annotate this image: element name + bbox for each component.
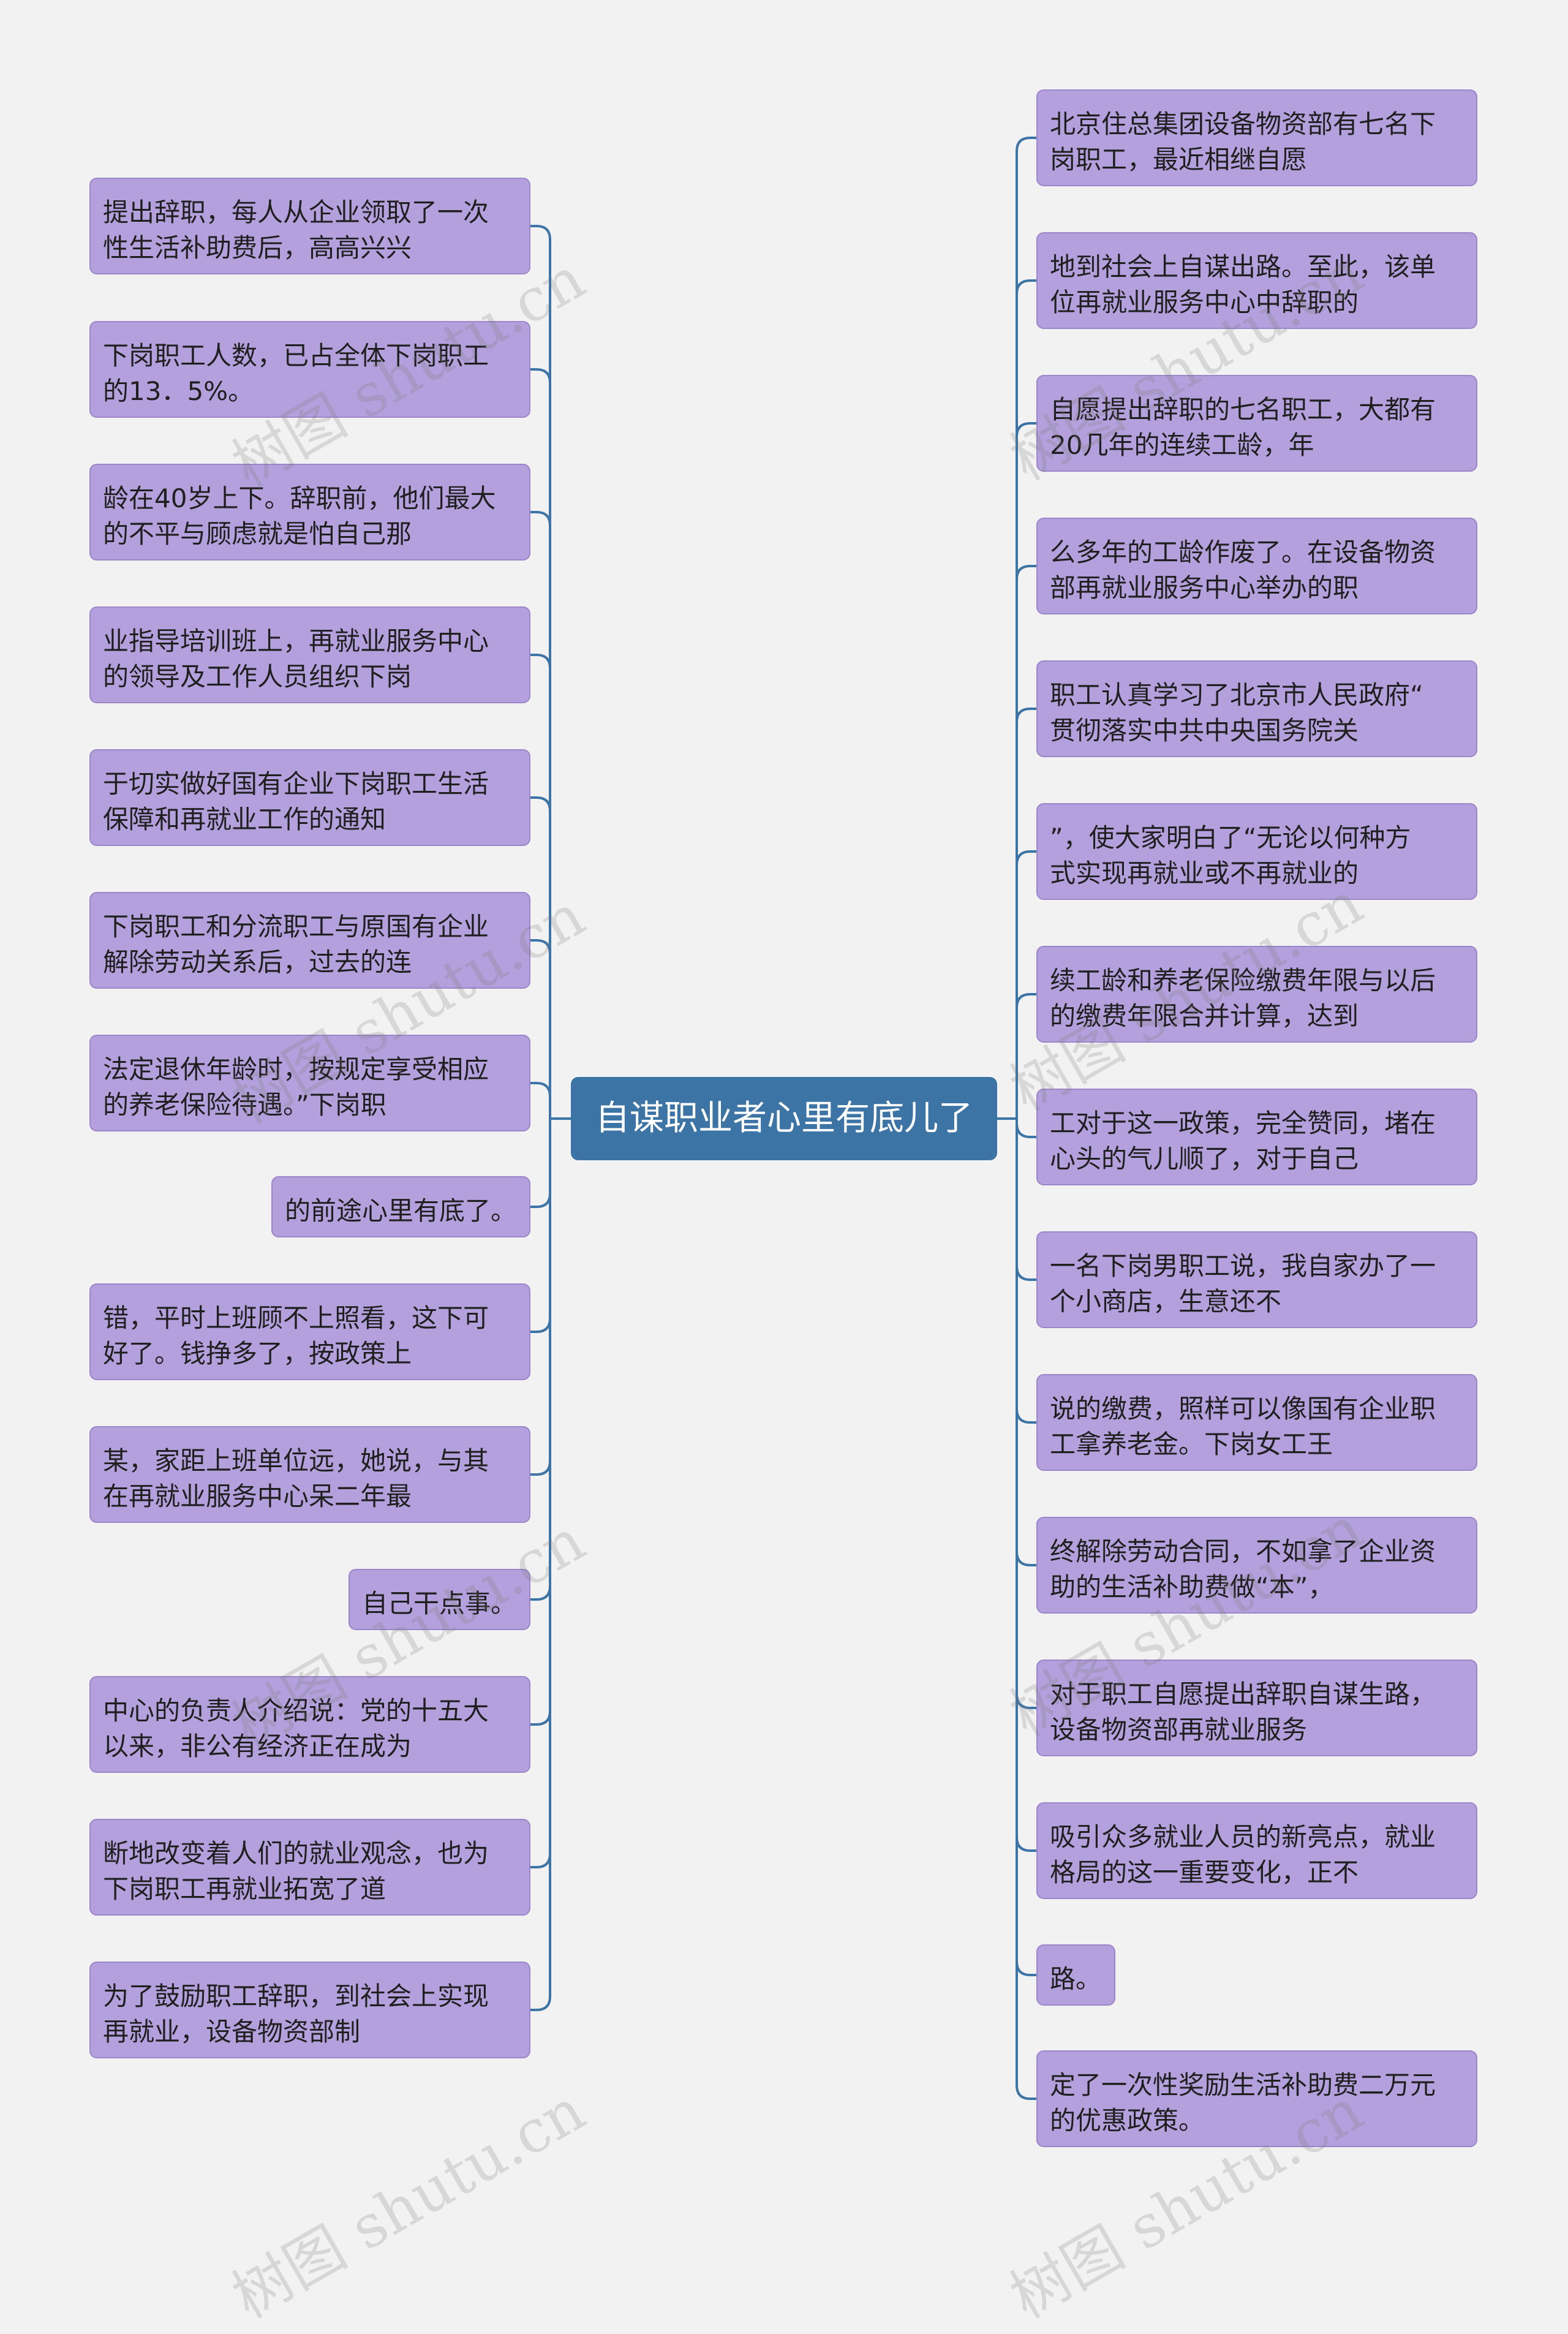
right-node[interactable]: 一名下岗男职工说，我自家办了一 个小商店，生意还不 xyxy=(1036,1231,1477,1328)
left-node[interactable]: 为了鼓励职工辞职，到社会上实现 再就业，设备物资部制 xyxy=(89,1962,530,2058)
right-node[interactable]: 工对于这一政策，完全赞同，堵在 心头的气儿顺了，对于自己 xyxy=(1036,1089,1477,1185)
connector-lines xyxy=(530,137,1036,2100)
right-node[interactable]: 北京住总集团设备物资部有七名下 岗职工，最近相继自愿 xyxy=(1036,89,1477,186)
left-node[interactable]: 断地改变着人们的就业观念，也为 下岗职工再就业拓宽了道 xyxy=(89,1819,530,1916)
right-node[interactable]: 说的缴费，照样可以像国有企业职 工拿养老金。下岗女工王 xyxy=(1036,1374,1477,1471)
left-node[interactable]: 法定退休年龄时，按规定享受相应 的养老保险待遇。”下岗职 xyxy=(89,1035,530,1131)
left-node[interactable]: 下岗职工人数，已占全体下岗职工 的13．5%。 xyxy=(89,321,530,418)
right-node[interactable]: 自愿提出辞职的七名职工，大都有 20几年的连续工龄，年 xyxy=(1036,375,1477,472)
left-node[interactable]: 自己干点事。 xyxy=(349,1569,530,1630)
left-node[interactable]: 下岗职工和分流职工与原国有企业 解除劳动关系后，过去的连 xyxy=(89,892,530,989)
right-node[interactable]: 职工认真学习了北京市人民政府“ 贯彻落实中共中央国务院关 xyxy=(1036,660,1477,757)
right-node[interactable]: 续工龄和养老保险缴费年限与以后 的缴费年限合并计算，达到 xyxy=(1036,946,1477,1043)
left-node[interactable]: 龄在40岁上下。辞职前，他们最大 的不平与顾虑就是怕自己那 xyxy=(89,464,530,561)
mind-map: 自谋职业者心里有底儿了 提出辞职，每人从企业领取了一次 性生活补助费后，高高兴兴… xyxy=(89,89,1477,2332)
right-node[interactable]: ”，使大家明白了“无论以何种方 式实现再就业或不再就业的 xyxy=(1036,803,1477,900)
right-node[interactable]: 么多年的工龄作废了。在设备物资 部再就业服务中心举办的职 xyxy=(1036,518,1477,614)
right-node[interactable]: 终解除劳动合同，不如拿了企业资 助的生活补助费做“本”， xyxy=(1036,1517,1477,1614)
right-node[interactable]: 对于职工自愿提出辞职自谋生路， 设备物资部再就业服务 xyxy=(1036,1660,1477,1756)
left-node[interactable]: 于切实做好国有企业下岗职工生活 保障和再就业工作的通知 xyxy=(89,749,530,846)
right-node[interactable]: 定了一次性奖励生活补助费二万元 的优惠政策。 xyxy=(1036,2050,1477,2147)
right-node[interactable]: 地到社会上自谋出路。至此，该单 位再就业服务中心中辞职的 xyxy=(1036,232,1477,329)
left-node[interactable]: 提出辞职，每人从企业领取了一次 性生活补助费后，高高兴兴 xyxy=(89,178,530,274)
right-node[interactable]: 吸引众多就业人员的新亮点，就业 格局的这一重要变化，正不 xyxy=(1036,1802,1477,1899)
left-node[interactable]: 中心的负责人介绍说：党的十五大 以来，非公有经济正在成为 xyxy=(89,1676,530,1773)
left-node[interactable]: 的前途心里有底了。 xyxy=(271,1176,530,1237)
left-node[interactable]: 错，平时上班顾不上照看，这下可 好了。钱挣多了，按政策上 xyxy=(89,1283,530,1380)
left-node[interactable]: 业指导培训班上，再就业服务中心 的领导及工作人员组织下岗 xyxy=(89,606,530,703)
left-node[interactable]: 某，家距上班单位远，她说，与其 在再就业服务中心呆二年最 xyxy=(89,1426,530,1523)
central-topic[interactable]: 自谋职业者心里有底儿了 xyxy=(571,1077,997,1160)
right-node[interactable]: 路。 xyxy=(1036,1944,1115,2006)
